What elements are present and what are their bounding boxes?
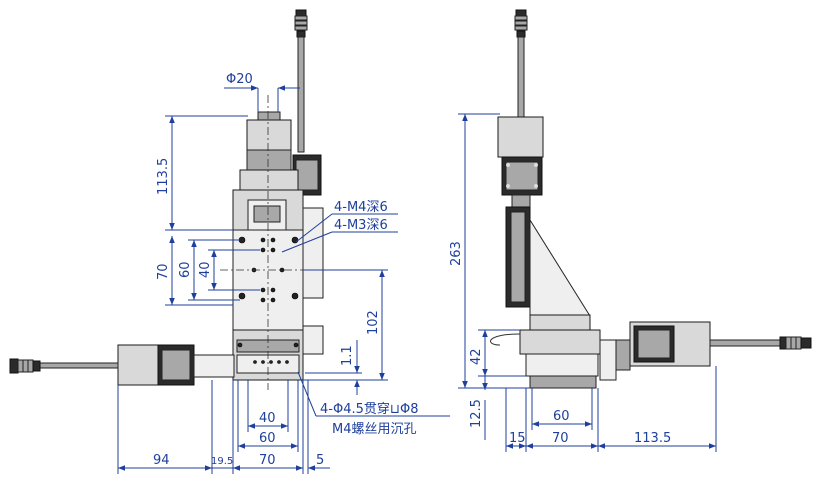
edge-label: 5	[316, 453, 324, 468]
left-motor	[9, 344, 235, 386]
side-dimensions: 263 42 12.5 60 15 70 113.5	[449, 113, 717, 452]
stroke-height-label: 102	[366, 310, 381, 335]
vertical-cable	[294, 9, 308, 153]
outer-height-label: 70	[156, 263, 171, 280]
front-view	[9, 9, 324, 390]
left-offset-label: 15	[509, 431, 526, 446]
callout-through: 4-Φ4.5贯穿⊔Φ8	[320, 401, 419, 417]
side-width-inner-label: 60	[553, 409, 570, 424]
mid-height-label: 60	[178, 261, 193, 278]
vertical-stage	[232, 189, 324, 381]
side-base-width-label: 70	[552, 431, 569, 446]
inner-height-label: 40	[198, 261, 213, 278]
gap-label: 19.5	[211, 456, 233, 467]
side-motor-length-label: 113.5	[634, 431, 671, 446]
width-outer-label: 70	[259, 453, 276, 468]
front-dimensions: Φ20 113.5 70 60 40 102 1.1 40	[117, 72, 450, 474]
side-vertical-cable	[514, 9, 528, 118]
small-offset-label: 1.1	[340, 345, 355, 366]
motor-height-label: 113.5	[156, 158, 171, 195]
callout-m3: 4-M3深6	[334, 218, 388, 233]
total-height-label: 263	[449, 241, 464, 266]
motor-length-label: 94	[153, 453, 170, 468]
width-mid-label: 60	[259, 431, 276, 446]
diameter-label: Φ20	[226, 72, 253, 87]
callout-m4: 4-M4深6	[334, 200, 388, 215]
side-view	[490, 9, 812, 389]
top-motor	[239, 111, 322, 196]
width-inner-label: 40	[259, 411, 276, 426]
callout-counterbore: M4螺丝用沉孔	[332, 422, 417, 437]
base-offset-label: 12.5	[469, 399, 484, 428]
base-height-label: 42	[469, 348, 484, 365]
